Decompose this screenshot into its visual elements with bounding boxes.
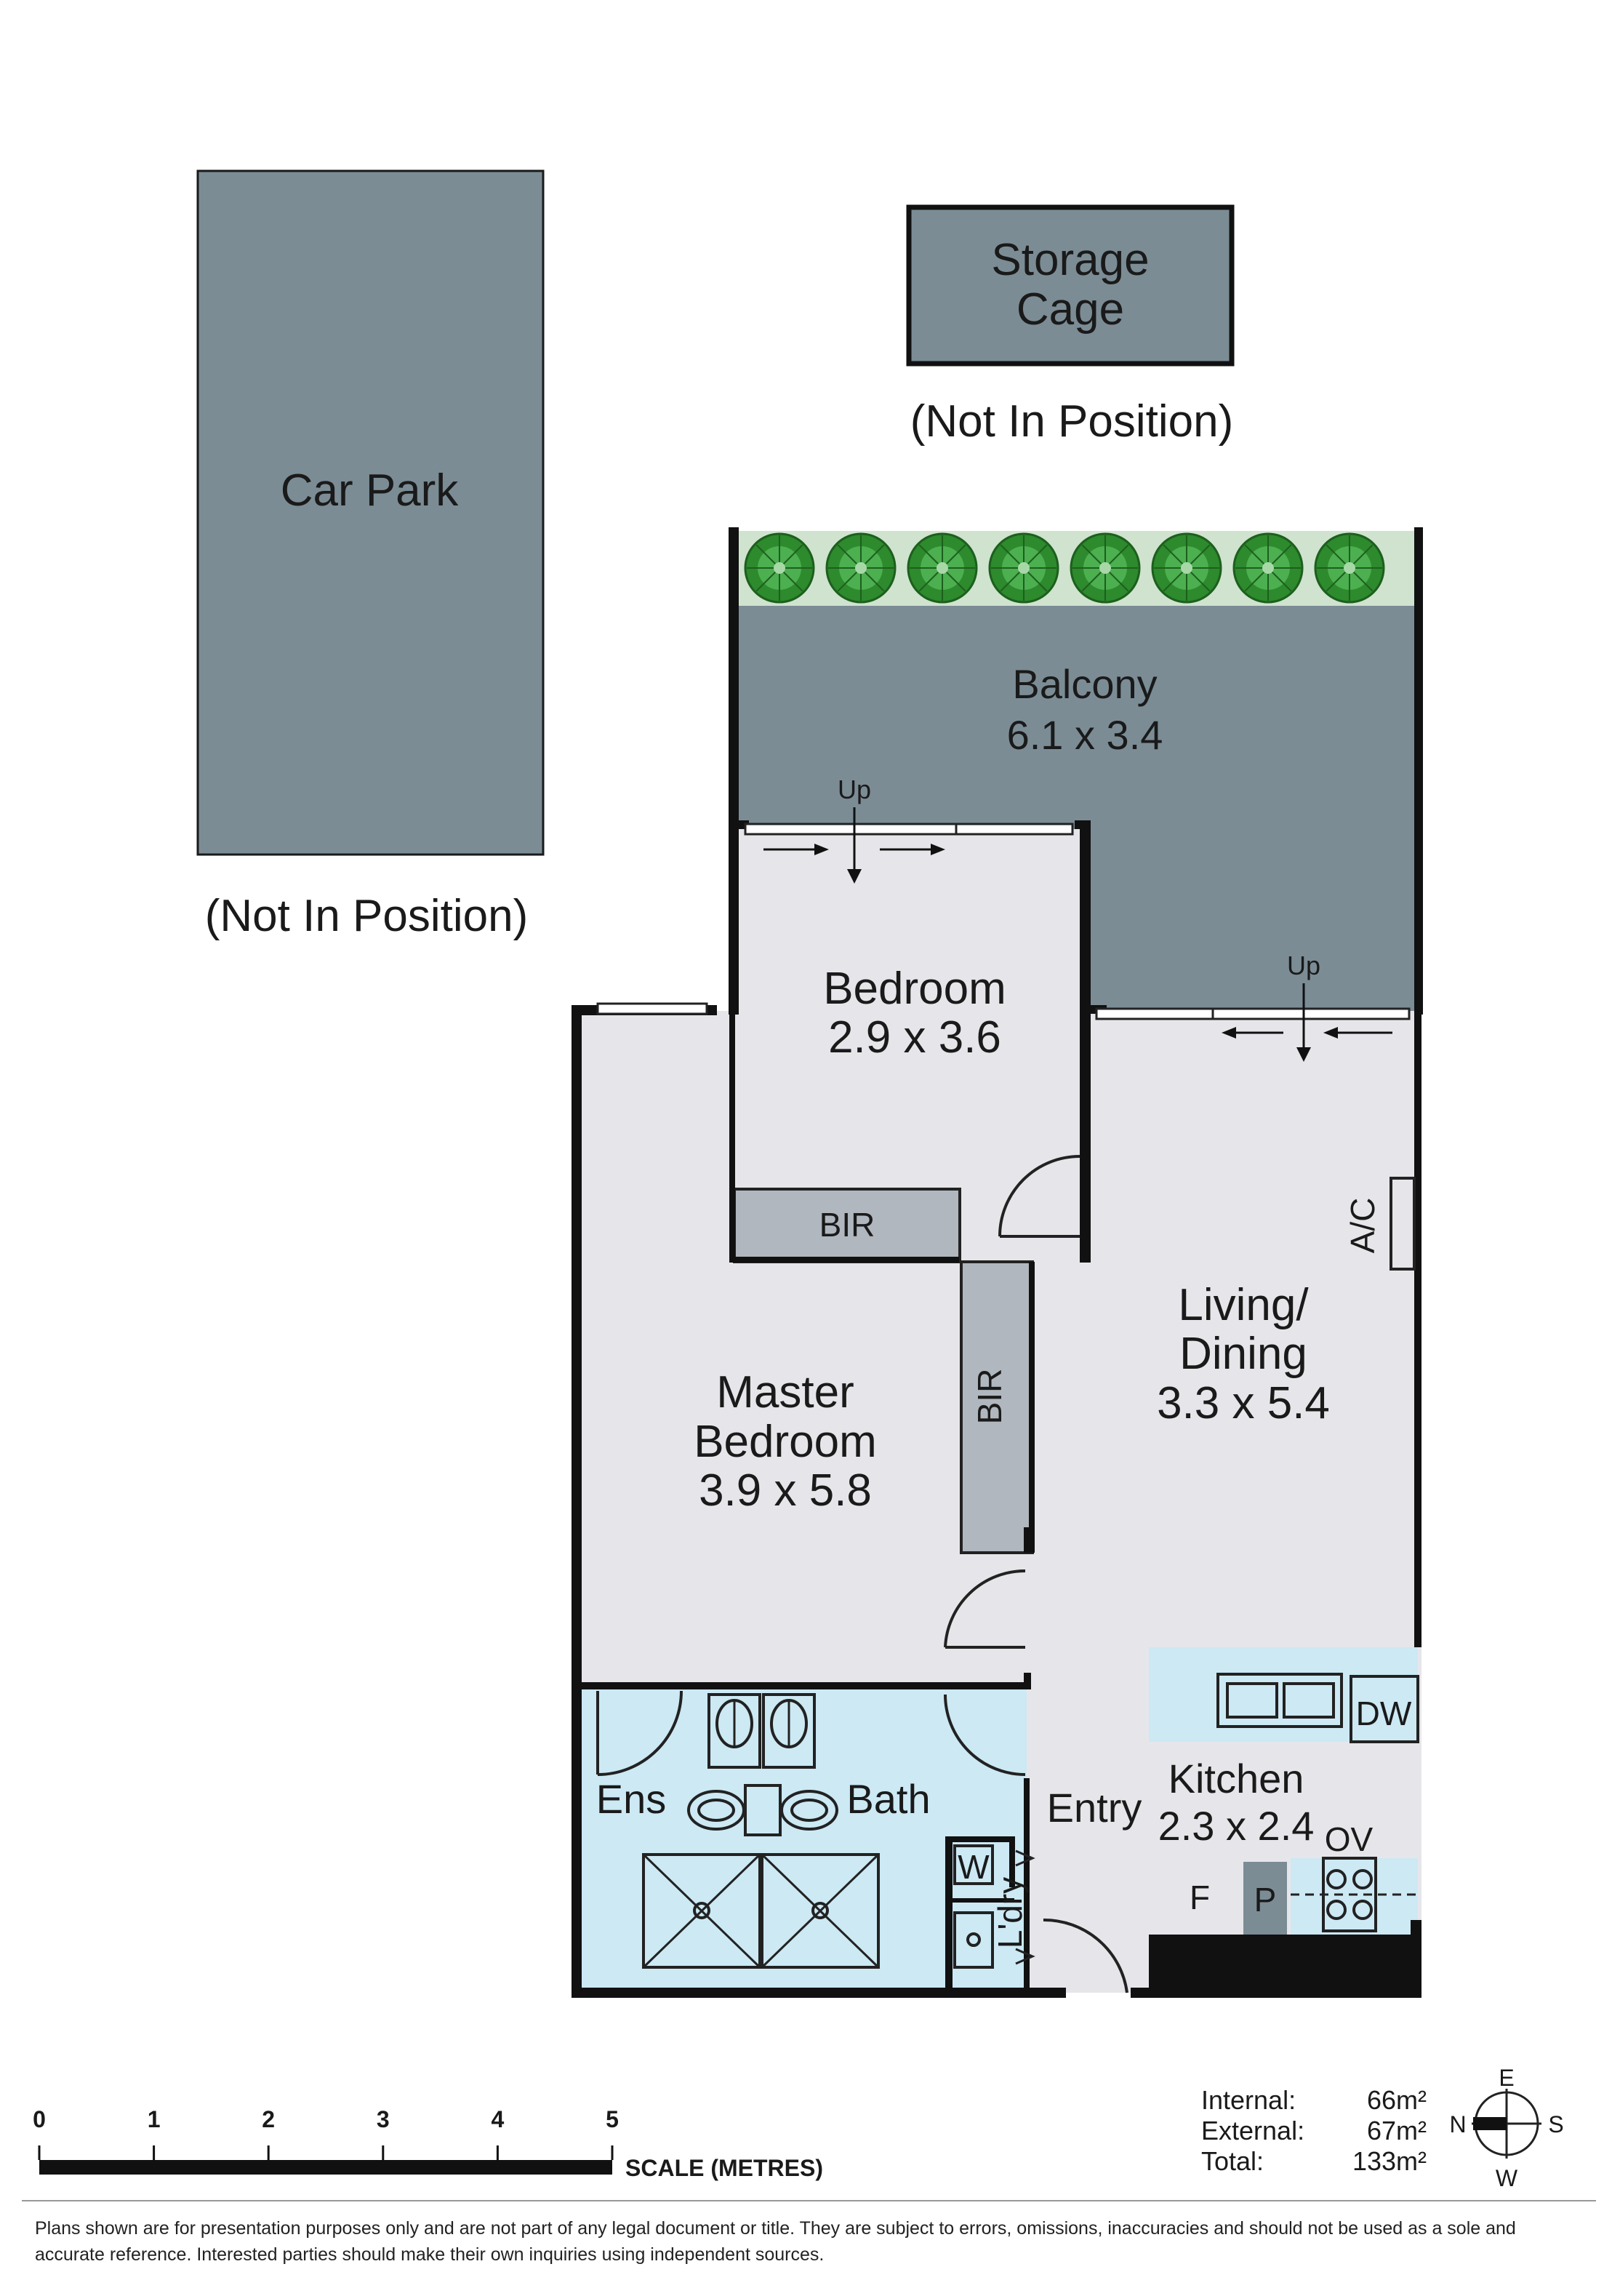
kitchen-label: Kitchen (1168, 1756, 1304, 1801)
bedroom-dims: 2.9 x 3.6 (828, 1012, 1001, 1063)
scale-tick-label: 0 (33, 2106, 46, 2132)
bir-master: BIR (960, 1260, 1034, 1554)
compass-n: N (1449, 2111, 1466, 2137)
storage-cage: Storage Cage (906, 204, 1235, 367)
scale-ticks: 0 1 2 3 4 5 (33, 2106, 619, 2160)
scale-tick: 2 (262, 2106, 275, 2160)
shrub-icon (825, 532, 897, 604)
walls (572, 527, 1423, 1998)
balcony-dims: 6.1 x 3.4 (1007, 712, 1163, 758)
shrub-icon (1314, 532, 1385, 604)
laundry: W L'dry (953, 1844, 1035, 1969)
entry-label: Entry (1047, 1785, 1142, 1831)
area-value: 133m² (1352, 2146, 1427, 2176)
washer-label: W (958, 1848, 990, 1886)
shrub-icon (1070, 532, 1141, 604)
fridge-space: F (1190, 1879, 1210, 1916)
dw-label: DW (1356, 1695, 1412, 1732)
shrub-icon (744, 532, 815, 604)
scale-bar: 0 1 2 3 4 5 SCALE (METRES) (33, 2106, 823, 2181)
area-row: External: 67m² (1201, 2116, 1427, 2145)
disclaimer-line1: Plans shown are for presentation purpose… (35, 2218, 1516, 2239)
area-summary: Internal: 66m² External: 67m² Total: 133m² (1201, 2085, 1427, 2176)
area-label: Total: (1201, 2146, 1264, 2176)
ov-label: OV (1325, 1820, 1374, 1858)
disclaimer-line2: accurate reference. Interested parties s… (35, 2244, 824, 2265)
scale-tick: 5 (606, 2106, 619, 2160)
scale-tick-label: 5 (606, 2106, 619, 2132)
balcony-step-up-1: Up (763, 775, 945, 884)
kitchen-sink (1216, 1673, 1343, 1728)
area-label: Internal: (1201, 2085, 1296, 2115)
compass-w: W (1496, 2165, 1518, 2191)
compass-s: S (1548, 2111, 1563, 2137)
area-row: Internal: 66m² (1201, 2085, 1427, 2115)
area-value: 67m² (1367, 2116, 1427, 2145)
balcony-step-up-2: Up (1222, 951, 1392, 1062)
balcony: Balcony 6.1 x 3.4 (734, 531, 1421, 1015)
compass-e: E (1499, 2065, 1514, 2091)
shrub-icon (1151, 532, 1222, 604)
car-park-label: Car Park (281, 465, 460, 516)
bedroom-label: Bedroom (823, 964, 1006, 1014)
master-dims: 3.9 x 5.8 (699, 1465, 872, 1516)
cooktop-bench (1291, 1858, 1418, 1935)
bir-label: BIR (819, 1206, 875, 1244)
car-park: Car Park (196, 169, 545, 856)
windows (596, 823, 1411, 1020)
scale-tick-label: 3 (377, 2106, 390, 2132)
scale-tick-label: 1 (148, 2106, 161, 2132)
scale-tick: 0 (33, 2106, 46, 2160)
oven: OV (1291, 1820, 1418, 1932)
shrub-icon (1232, 532, 1304, 604)
scale-tick: 3 (377, 2106, 390, 2160)
ac-label: A/C (1344, 1198, 1382, 1254)
ac-unit: A/C (1344, 1177, 1416, 1271)
showers (642, 1853, 880, 1969)
bir-label-vertical: BIR (971, 1369, 1009, 1425)
living-label-line1: Living/ (1178, 1280, 1309, 1330)
laundry-label: L'dry (991, 1877, 1029, 1948)
compass: E N S W (1449, 2065, 1563, 2191)
master-label-line1: Master (716, 1367, 854, 1417)
scale-tick: 1 (148, 2106, 161, 2160)
kitchen-dims: 2.3 x 2.4 (1158, 1803, 1315, 1849)
up-label: Up (1287, 951, 1320, 980)
storage-label-line1: Storage (991, 235, 1149, 285)
master-label-line2: Bedroom (694, 1417, 877, 1467)
fridge-label: F (1190, 1879, 1210, 1916)
storage-note: (Not In Position) (910, 396, 1234, 447)
scale-tick-label: 4 (492, 2106, 505, 2132)
scale-tick-label: 2 (262, 2106, 275, 2132)
scale-tick: 4 (492, 2106, 505, 2160)
area-label: External: (1201, 2116, 1304, 2145)
vanity-basins (707, 1693, 816, 1769)
living-dims: 3.3 x 5.4 (1157, 1378, 1330, 1428)
bath-label: Bath (846, 1776, 930, 1822)
car-park-note: (Not In Position) (205, 891, 529, 941)
bir-bedroom: BIR (733, 1188, 961, 1263)
up-label: Up (838, 775, 871, 804)
living-label-line2: Dining (1179, 1329, 1307, 1379)
pantry: P (1243, 1862, 1287, 1935)
balcony-label: Balcony (1012, 661, 1157, 707)
planter-shrubs (744, 532, 1385, 604)
pantry-label: P (1254, 1881, 1277, 1919)
kitchen-base (1149, 1935, 1421, 1993)
storage-label-line2: Cage (1016, 284, 1124, 335)
shrub-icon (907, 532, 978, 604)
toilets (687, 1784, 838, 1836)
shrub-icon (988, 532, 1059, 604)
area-value: 66m² (1367, 2085, 1427, 2115)
ens-label: Ens (596, 1776, 667, 1822)
area-row: Total: 133m² (1201, 2146, 1427, 2176)
scale-caption: SCALE (METRES) (625, 2155, 823, 2181)
dishwasher: DW (1350, 1675, 1419, 1743)
door-swings (596, 1155, 1128, 1993)
